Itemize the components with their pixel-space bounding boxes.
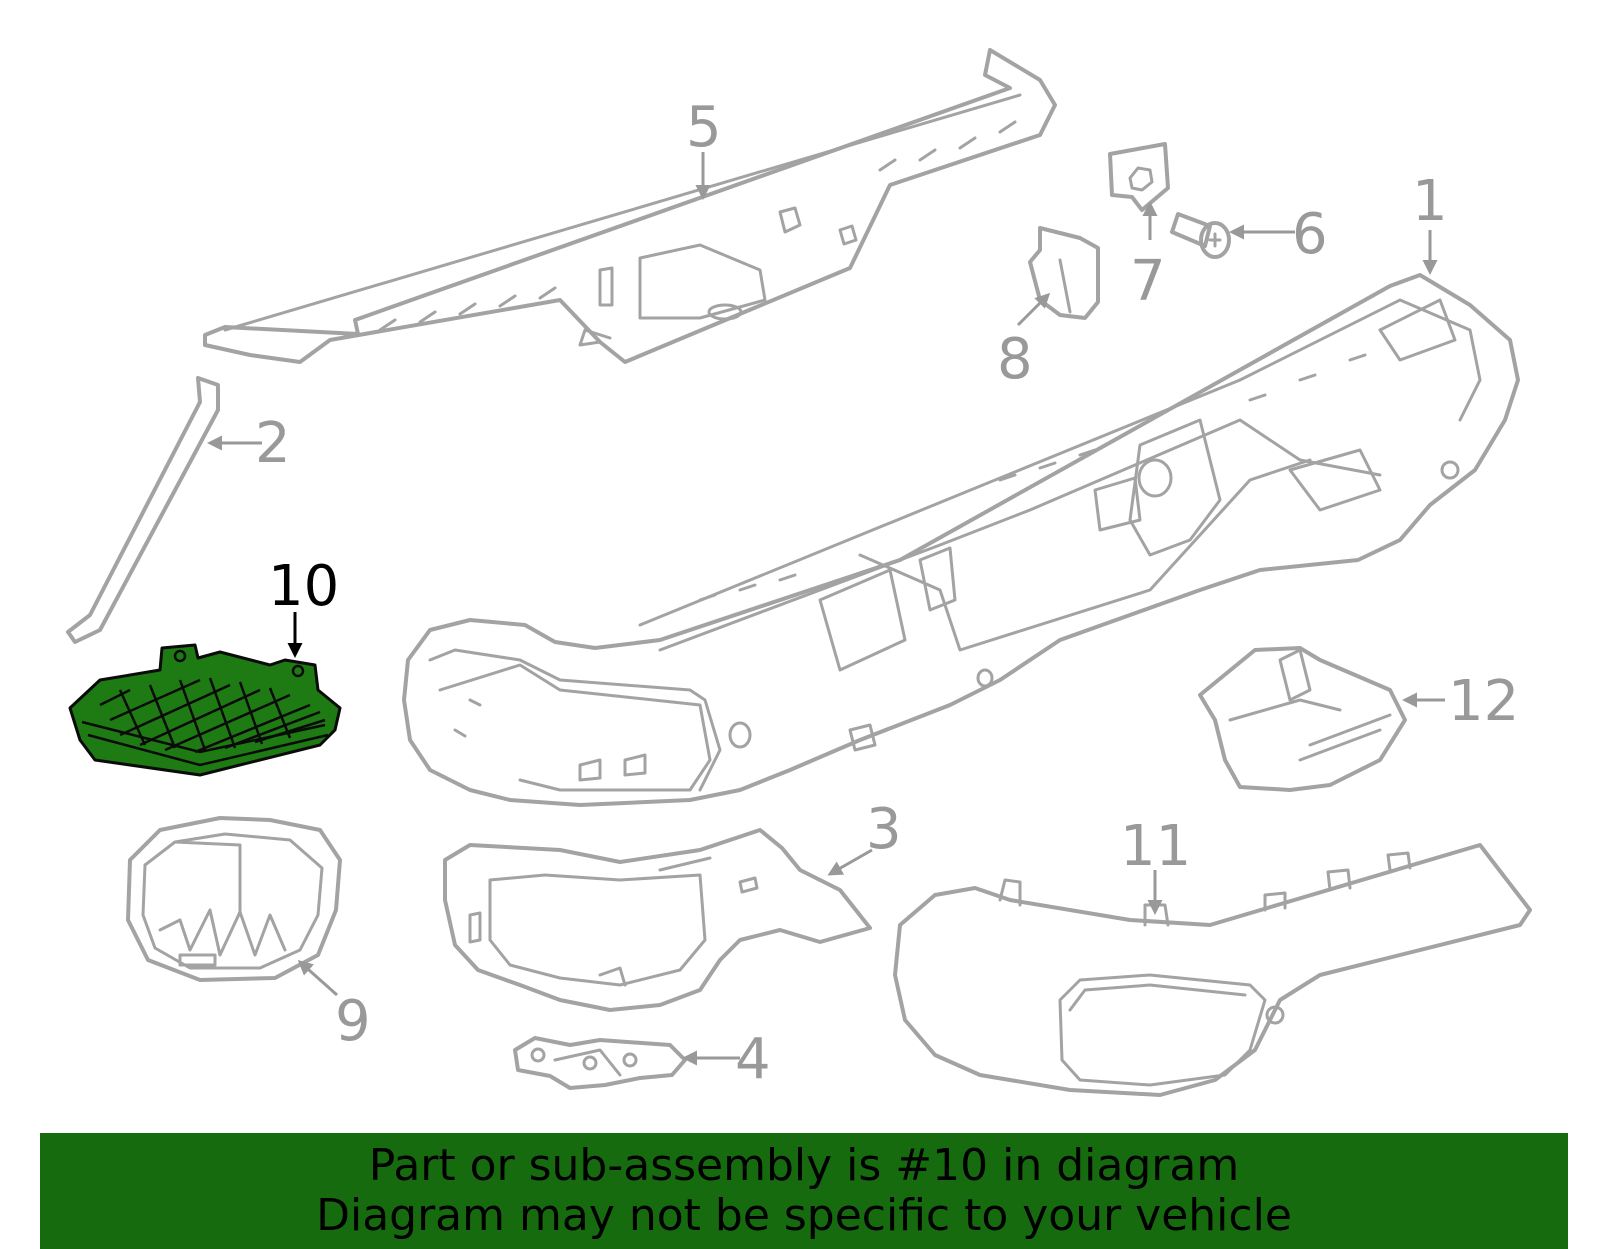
parts-diagram: 1 2 3 4 5 6 7 8 9 10 11 12	[66, 48, 1532, 1097]
callout-leaders	[207, 152, 1445, 1066]
callout-5: 5	[686, 95, 722, 160]
callout-4: 4	[735, 1027, 771, 1092]
callout-8: 8	[997, 327, 1033, 392]
part-6-bolt	[1170, 212, 1231, 259]
callout-2: 2	[255, 411, 291, 476]
banner-line-part: Part or sub-assembly is #10 in diagram	[368, 1140, 1240, 1191]
callout-7: 7	[1130, 249, 1166, 314]
part-9-end-bracket	[126, 816, 342, 982]
part-2-bracket	[66, 376, 220, 644]
part-7-clip	[1108, 142, 1170, 212]
part-11-bumper-cover	[893, 843, 1532, 1097]
part-12-bracket	[1198, 646, 1407, 792]
part-8-block	[1028, 226, 1100, 320]
banner-line-disclaimer: Diagram may not be specific to your vehi…	[316, 1190, 1292, 1241]
callout-1: 1	[1412, 169, 1448, 234]
callout-labels: 1 2 3 4 5 6 7 8 9 10 11 12	[255, 95, 1519, 1092]
callout-12: 12	[1448, 669, 1519, 734]
part-1-bumper-face	[402, 273, 1520, 807]
callout-6: 6	[1292, 202, 1328, 267]
part-5-step-pad	[203, 48, 1057, 364]
part-3-end-frame	[443, 828, 872, 1012]
part-10-skid-plate	[68, 643, 342, 777]
callout-9: 9	[335, 989, 371, 1054]
callout-10: 10	[268, 554, 339, 619]
callout-11: 11	[1120, 814, 1191, 879]
callout-3: 3	[866, 797, 902, 862]
info-banner: Part or sub-assembly is #10 in diagram D…	[40, 1133, 1568, 1249]
part-4-small-bracket	[513, 1036, 687, 1090]
